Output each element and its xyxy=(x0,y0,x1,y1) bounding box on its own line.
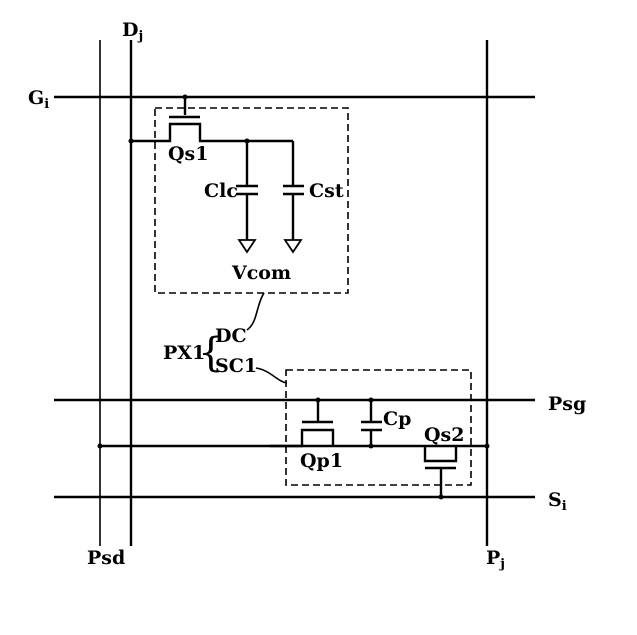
dc-leader-line xyxy=(247,293,264,330)
sc1-leader-line xyxy=(256,368,287,383)
dc-label: DC xyxy=(215,325,247,347)
data-line-label: Dj xyxy=(122,19,143,44)
qp1-transistor xyxy=(270,398,333,447)
clc-capacitor xyxy=(236,141,258,252)
pj-line-label: Pj xyxy=(486,547,505,572)
gate-line-label: Gi xyxy=(28,87,49,112)
cst-capacitor xyxy=(283,141,304,252)
psd-line-label: Psd xyxy=(87,547,125,569)
cst-label: Cst xyxy=(309,180,344,202)
vcom-ground-icon-2 xyxy=(285,240,301,252)
cp-capacitor xyxy=(361,398,382,449)
qs2-transistor xyxy=(98,444,490,500)
psg-line-label: Psg xyxy=(548,393,586,415)
vcom-label: Vcom xyxy=(231,262,291,284)
sc1-label: SC1 xyxy=(215,355,257,377)
cp-label: Cp xyxy=(383,408,411,430)
si-line-label: Si xyxy=(548,489,567,514)
vcom-ground-icon-1 xyxy=(239,240,255,252)
qp1-label: Qp1 xyxy=(300,450,343,472)
qs1-label: Qs1 xyxy=(168,143,208,165)
qs1-transistor xyxy=(129,95,294,144)
qs2-label: Qs2 xyxy=(424,424,464,446)
clc-label: Clc xyxy=(204,180,238,202)
